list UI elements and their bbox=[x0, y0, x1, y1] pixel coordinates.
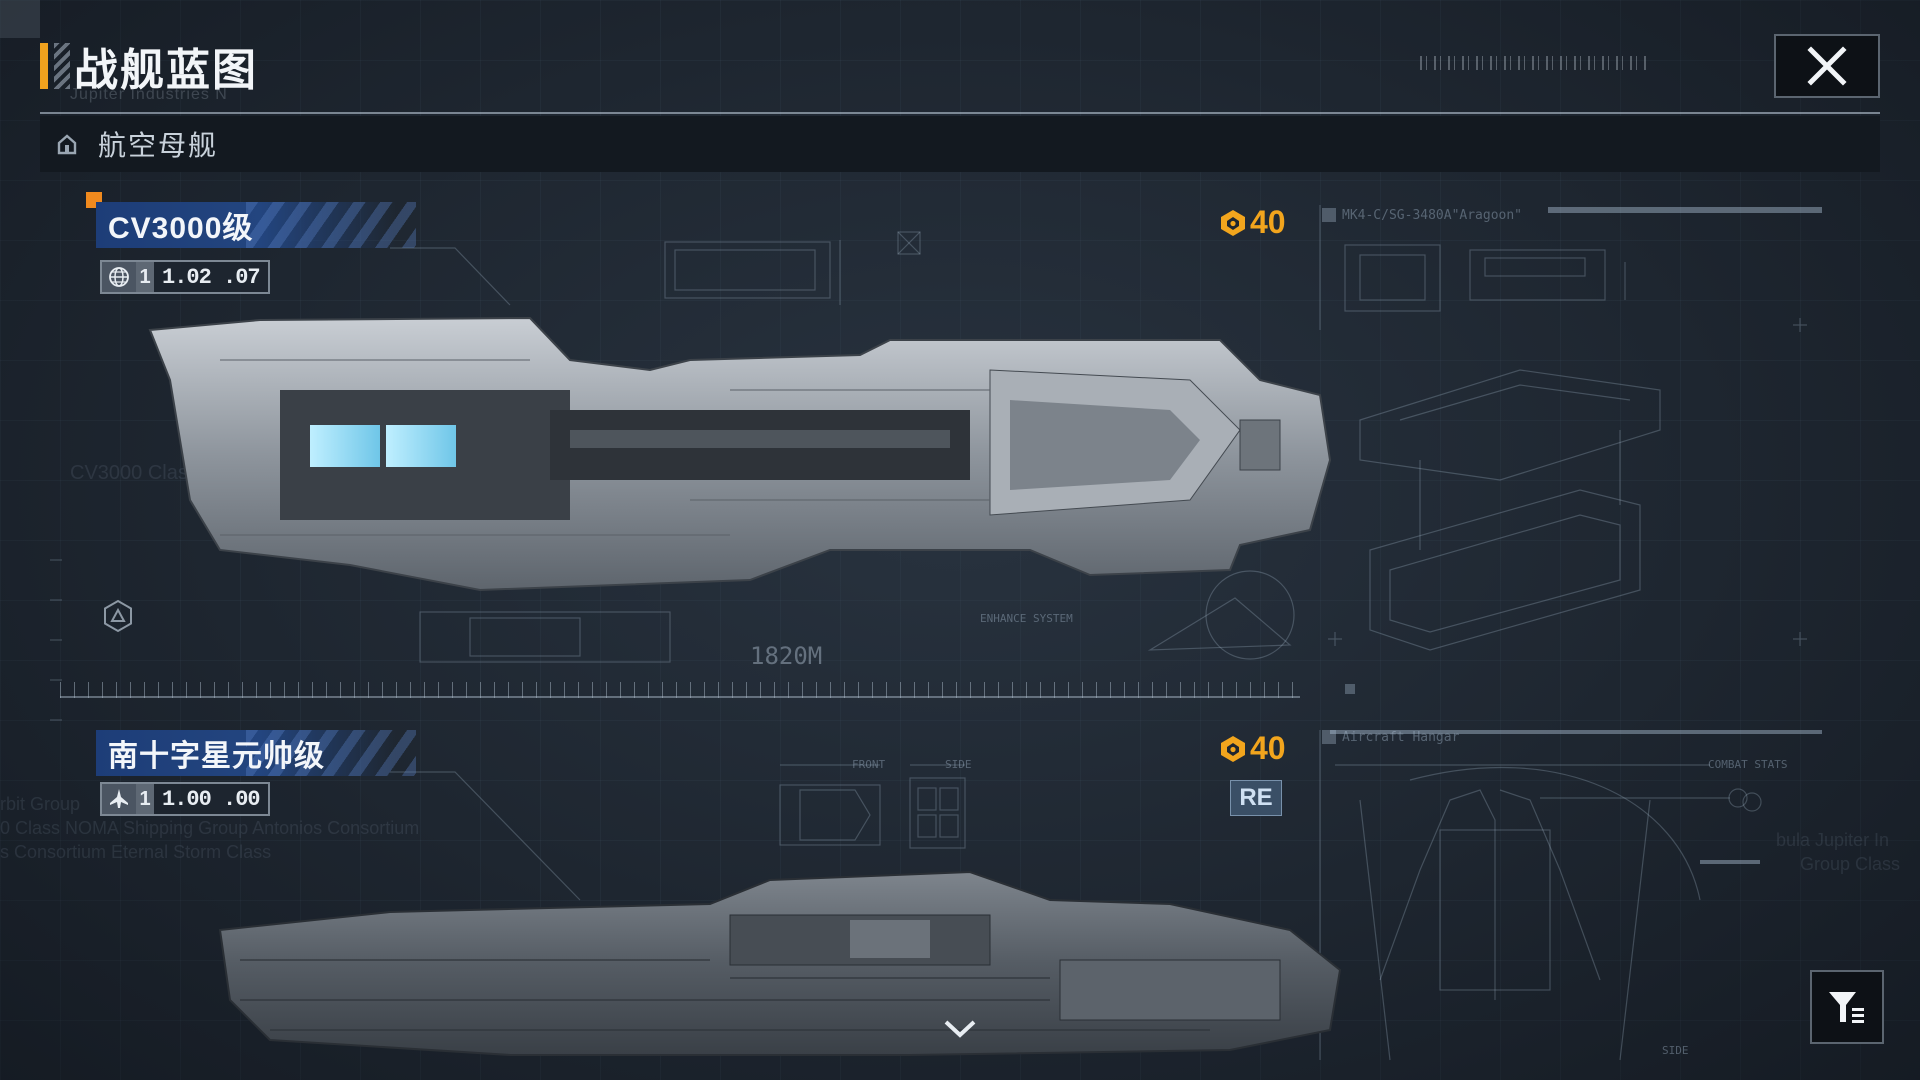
ship-id-number: 1.02 .07 bbox=[162, 264, 261, 290]
combat-stats-label: COMBAT STATS bbox=[1708, 758, 1788, 771]
title-accent-stripes bbox=[54, 43, 70, 89]
page-title: 战舰蓝图 bbox=[74, 46, 258, 95]
category-label: 航空母舰 bbox=[98, 130, 219, 161]
length-ruler bbox=[60, 682, 1300, 698]
ship-id-plate: 1 1.00 .00 bbox=[100, 782, 270, 816]
re-badge: RE bbox=[1230, 780, 1282, 816]
credit-hexagon-icon bbox=[1221, 735, 1245, 762]
title-accent bbox=[40, 43, 48, 89]
hexagon-marker-icon bbox=[100, 598, 136, 634]
ship-cost-value: 40 bbox=[1250, 730, 1286, 766]
title-subtitle: Jupiter Industries N bbox=[70, 86, 228, 103]
ship-length: 1820M bbox=[750, 642, 823, 670]
ship-id-plate: 1 1.02 .07 bbox=[100, 260, 270, 294]
header-divider bbox=[40, 112, 1880, 114]
close-button[interactable] bbox=[1774, 34, 1880, 98]
front-view-label: FRONT bbox=[852, 758, 886, 771]
watermark-line-2: 0 Class NOMA Shipping Group Antonios Con… bbox=[0, 818, 420, 838]
system-label: ENHANCE SYSTEM bbox=[980, 612, 1073, 625]
globe-icon bbox=[102, 262, 136, 292]
ship-cost: 40 bbox=[1218, 204, 1286, 241]
hangar-side-label: SIDE bbox=[1662, 1044, 1689, 1057]
filter-icon bbox=[1829, 992, 1864, 1023]
ship-tier: 1 bbox=[136, 262, 154, 292]
credit-hexagon-icon bbox=[1221, 209, 1245, 236]
chevron-down-icon[interactable] bbox=[940, 1016, 980, 1042]
home-icon bbox=[57, 134, 77, 155]
ship-tier: 1 bbox=[136, 784, 154, 814]
ship-image bbox=[218, 870, 1342, 1056]
ship-image bbox=[148, 316, 1332, 592]
ship-cost: 40 bbox=[1218, 730, 1286, 767]
blueprint-code-2: Aircraft Hangar bbox=[1342, 730, 1460, 745]
aircraft-icon bbox=[102, 784, 136, 814]
side-view-label: SIDE bbox=[945, 758, 972, 771]
watermark-line-3: s Consortium Eternal Storm Class bbox=[0, 842, 272, 862]
ship-name-plate: CV3000级 bbox=[96, 202, 416, 248]
watermark-right-1: bula Jupiter In bbox=[1776, 830, 1890, 850]
blueprint-code-1: MK4-C/SG-3480A"Aragoon" bbox=[1342, 208, 1523, 223]
ship-card-southern-cross[interactable]: 南十字星元帅级 1 1.00 .00 40 RE bbox=[60, 720, 1342, 1060]
filter-button[interactable] bbox=[1810, 970, 1884, 1044]
ship-id-number: 1.00 .00 bbox=[162, 786, 261, 812]
title-bar: 战舰蓝图 bbox=[40, 40, 258, 95]
ship-cost-value: 40 bbox=[1250, 204, 1286, 240]
ship-name: 南十字星元帅级 bbox=[108, 740, 325, 773]
close-x-icon bbox=[1807, 46, 1847, 86]
ship-name: CV3000级 bbox=[108, 212, 254, 245]
ship-card-cv3000[interactable]: CV3000级 1 1.02 .07 40 bbox=[60, 190, 1332, 710]
watermark-right-2: Group Class bbox=[1800, 854, 1901, 874]
corner-marker bbox=[0, 0, 40, 38]
barcode-decoration bbox=[1420, 56, 1650, 70]
ship-name-plate: 南十字星元帅级 bbox=[96, 730, 416, 776]
watermark-line-1: rbit Group bbox=[0, 794, 81, 814]
category-bar[interactable]: 航空母舰 bbox=[40, 116, 1880, 172]
